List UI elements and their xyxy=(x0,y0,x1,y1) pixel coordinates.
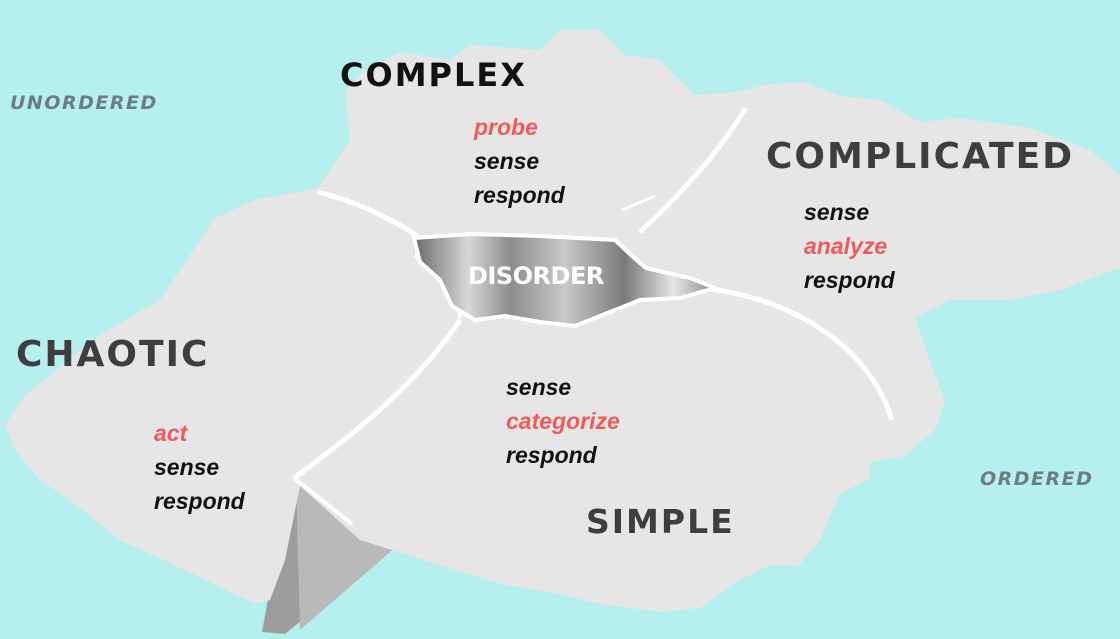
divider-complex-left xyxy=(317,189,420,239)
chaotic-steps: act sense respond xyxy=(154,416,245,518)
disorder-label: DISORDER xyxy=(468,262,604,290)
cliff-face xyxy=(296,482,404,630)
complicated-step-sense: sense xyxy=(804,199,870,225)
complex-steps: probe sense respond xyxy=(474,110,565,212)
complex-step-probe: probe xyxy=(474,114,538,140)
complicated-title: COMPLICATED xyxy=(766,136,1075,177)
axis-label-unordered: UNORDERED xyxy=(10,92,158,114)
simple-step-categorize: categorize xyxy=(506,408,620,434)
divider-chaotic-lower xyxy=(292,318,463,481)
simple-step-respond: respond xyxy=(506,442,597,468)
divider-simple-edge xyxy=(292,476,354,526)
divider-small xyxy=(621,194,656,212)
chaotic-step-respond: respond xyxy=(154,488,245,514)
divider-complicated xyxy=(703,285,895,421)
chaotic-title: CHAOTIC xyxy=(16,334,210,375)
axis-label-ordered: ORDERED xyxy=(980,468,1094,490)
disorder-region xyxy=(411,231,722,329)
complex-step-respond: respond xyxy=(474,182,565,208)
complex-title: COMPLEX xyxy=(340,56,527,94)
divider-complex-right xyxy=(638,106,749,234)
chaotic-step-sense: sense xyxy=(154,454,220,480)
complex-step-sense: sense xyxy=(474,148,540,174)
complicated-step-respond: respond xyxy=(804,267,895,293)
chaotic-step-act: act xyxy=(154,420,188,446)
simple-steps: sense categorize respond xyxy=(506,370,620,472)
complicated-step-analyze: analyze xyxy=(804,233,888,259)
simple-step-sense: sense xyxy=(506,374,572,400)
simple-title: SIMPLE xyxy=(586,502,735,541)
complicated-steps: sense analyze respond xyxy=(804,195,895,297)
